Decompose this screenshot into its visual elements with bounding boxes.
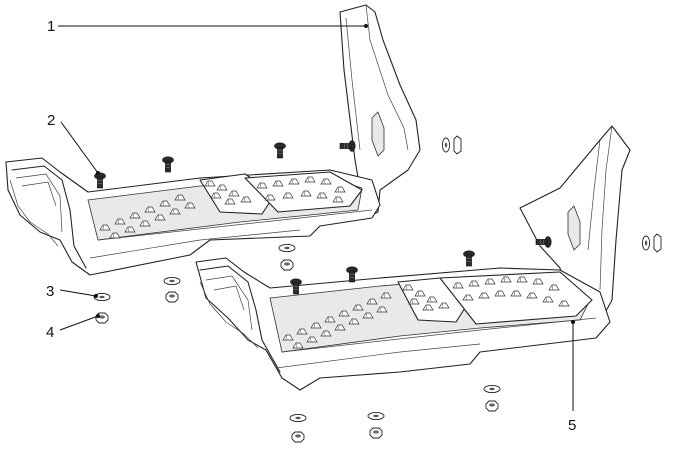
washer-icon [289, 413, 307, 423]
washer-icon [441, 137, 451, 153]
callout-label: 1 [47, 18, 55, 35]
nut-icon [280, 259, 294, 271]
callout-label: 2 [47, 112, 55, 129]
callout-3: 3 [46, 283, 98, 300]
left-step-assembly [5, 4, 421, 276]
washer-icon [367, 411, 385, 421]
callout-5: 5 [568, 320, 576, 434]
callout-label: 5 [568, 417, 576, 434]
right-step-assembly [195, 125, 631, 391]
washer-icon [278, 243, 296, 253]
bolt-icon [274, 142, 286, 159]
bolt-icon [162, 156, 174, 173]
nut-icon [369, 427, 383, 439]
hardware-group [93, 135, 662, 443]
bolt-icon [94, 172, 106, 189]
nut-icon [453, 135, 462, 155]
callout-4: 4 [46, 314, 100, 341]
callout-2: 2 [47, 112, 100, 175]
bolt-icon [463, 250, 475, 267]
nut-icon [165, 291, 179, 303]
callout-1: 1 [47, 18, 368, 35]
nut-icon [653, 233, 662, 253]
callout-label: 4 [46, 324, 54, 341]
nut-icon [485, 400, 499, 412]
washer-icon [163, 276, 181, 286]
callout-label: 3 [46, 283, 54, 300]
washer-icon [641, 235, 651, 251]
nut-icon [291, 431, 305, 443]
washer-icon [483, 384, 501, 394]
